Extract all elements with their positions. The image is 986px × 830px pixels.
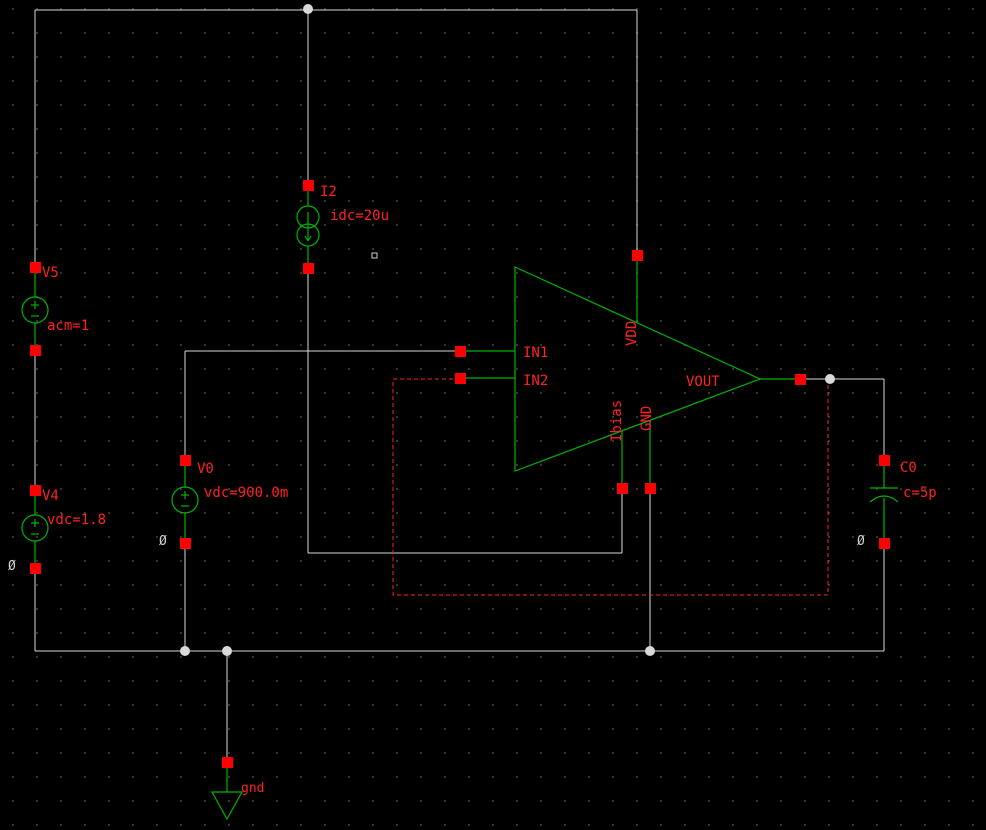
pin-square[interactable] bbox=[632, 250, 643, 261]
i2-arrowhead-right bbox=[307, 235, 312, 242]
opamp-symbol[interactable]: IN1 IN2 VOUT VDD Ibias GND bbox=[465, 258, 800, 486]
pin-square[interactable] bbox=[303, 180, 314, 191]
opamp-pin-label-in1: IN1 bbox=[523, 345, 548, 361]
junction-dot bbox=[645, 646, 655, 656]
c0-name-label: C0 bbox=[900, 460, 917, 476]
pin-square[interactable] bbox=[303, 263, 314, 274]
net-label-0[interactable]: Ø bbox=[857, 534, 865, 549]
origin-marker bbox=[371, 252, 378, 259]
junction-dot bbox=[180, 646, 190, 656]
junction-dot bbox=[222, 646, 232, 656]
junction-dots bbox=[180, 4, 835, 656]
pin-square[interactable] bbox=[30, 563, 41, 574]
capacitor-c0[interactable]: C0 c=5p bbox=[869, 460, 937, 539]
v5-value-label: acm=1 bbox=[47, 318, 89, 334]
c0-bottom-plate bbox=[869, 495, 899, 503]
opamp-pin-label-vout: VOUT bbox=[686, 374, 720, 390]
opamp-pin-label-in2: IN2 bbox=[523, 373, 548, 389]
pin-square[interactable] bbox=[30, 345, 41, 356]
pin-square[interactable] bbox=[180, 455, 191, 466]
pin-square[interactable] bbox=[180, 538, 191, 549]
v5-name-label: V5 bbox=[42, 265, 59, 281]
junction-dot bbox=[825, 374, 835, 384]
pin-square[interactable] bbox=[795, 374, 806, 385]
junction-dot bbox=[303, 4, 313, 14]
pin-squares bbox=[30, 180, 890, 768]
opamp-pin-label-ibias: Ibias bbox=[609, 400, 625, 442]
pin-square[interactable] bbox=[30, 262, 41, 273]
opamp-pin-label-vdd: VDD bbox=[624, 321, 640, 346]
c0-value-label: c=5p bbox=[903, 485, 937, 501]
net-label-0[interactable]: Ø bbox=[159, 534, 167, 549]
i2-value-label: idc=20u bbox=[330, 208, 389, 224]
voltage-source-v5[interactable]: V5 acm=1 bbox=[21, 265, 89, 346]
voltage-source-v0[interactable]: V0 vdc=900.0m bbox=[171, 461, 288, 539]
v0-value-label: vdc=900.0m bbox=[204, 485, 288, 501]
pin-square[interactable] bbox=[879, 455, 890, 466]
pin-square[interactable] bbox=[879, 538, 890, 549]
wires bbox=[34, 9, 885, 762]
net-label-0[interactable]: Ø bbox=[8, 559, 16, 574]
pin-square[interactable] bbox=[617, 483, 628, 494]
gnd-triangle bbox=[210, 791, 244, 821]
v4-name-label: V4 bbox=[42, 488, 59, 504]
gnd-name-label: gnd bbox=[241, 781, 264, 796]
i2-name-label: I2 bbox=[320, 184, 337, 200]
pin-square[interactable] bbox=[455, 346, 466, 357]
v4-value-label: vdc=1.8 bbox=[47, 512, 106, 528]
i2-arrowhead-left bbox=[304, 235, 309, 242]
voltage-source-v4[interactable]: V4 vdc=1.8 bbox=[21, 488, 106, 564]
selected-feedback-wire[interactable] bbox=[392, 378, 829, 596]
pin-square[interactable] bbox=[30, 485, 41, 496]
ground-symbol[interactable]: gnd bbox=[210, 767, 264, 821]
pin-square[interactable] bbox=[222, 757, 233, 768]
pin-square[interactable] bbox=[455, 373, 466, 384]
v0-name-label: V0 bbox=[197, 461, 214, 477]
opamp-pin-label-gnd: GND bbox=[639, 406, 655, 431]
pin-square[interactable] bbox=[645, 483, 656, 494]
current-source-i2[interactable]: I2 idc=20u bbox=[296, 184, 389, 264]
